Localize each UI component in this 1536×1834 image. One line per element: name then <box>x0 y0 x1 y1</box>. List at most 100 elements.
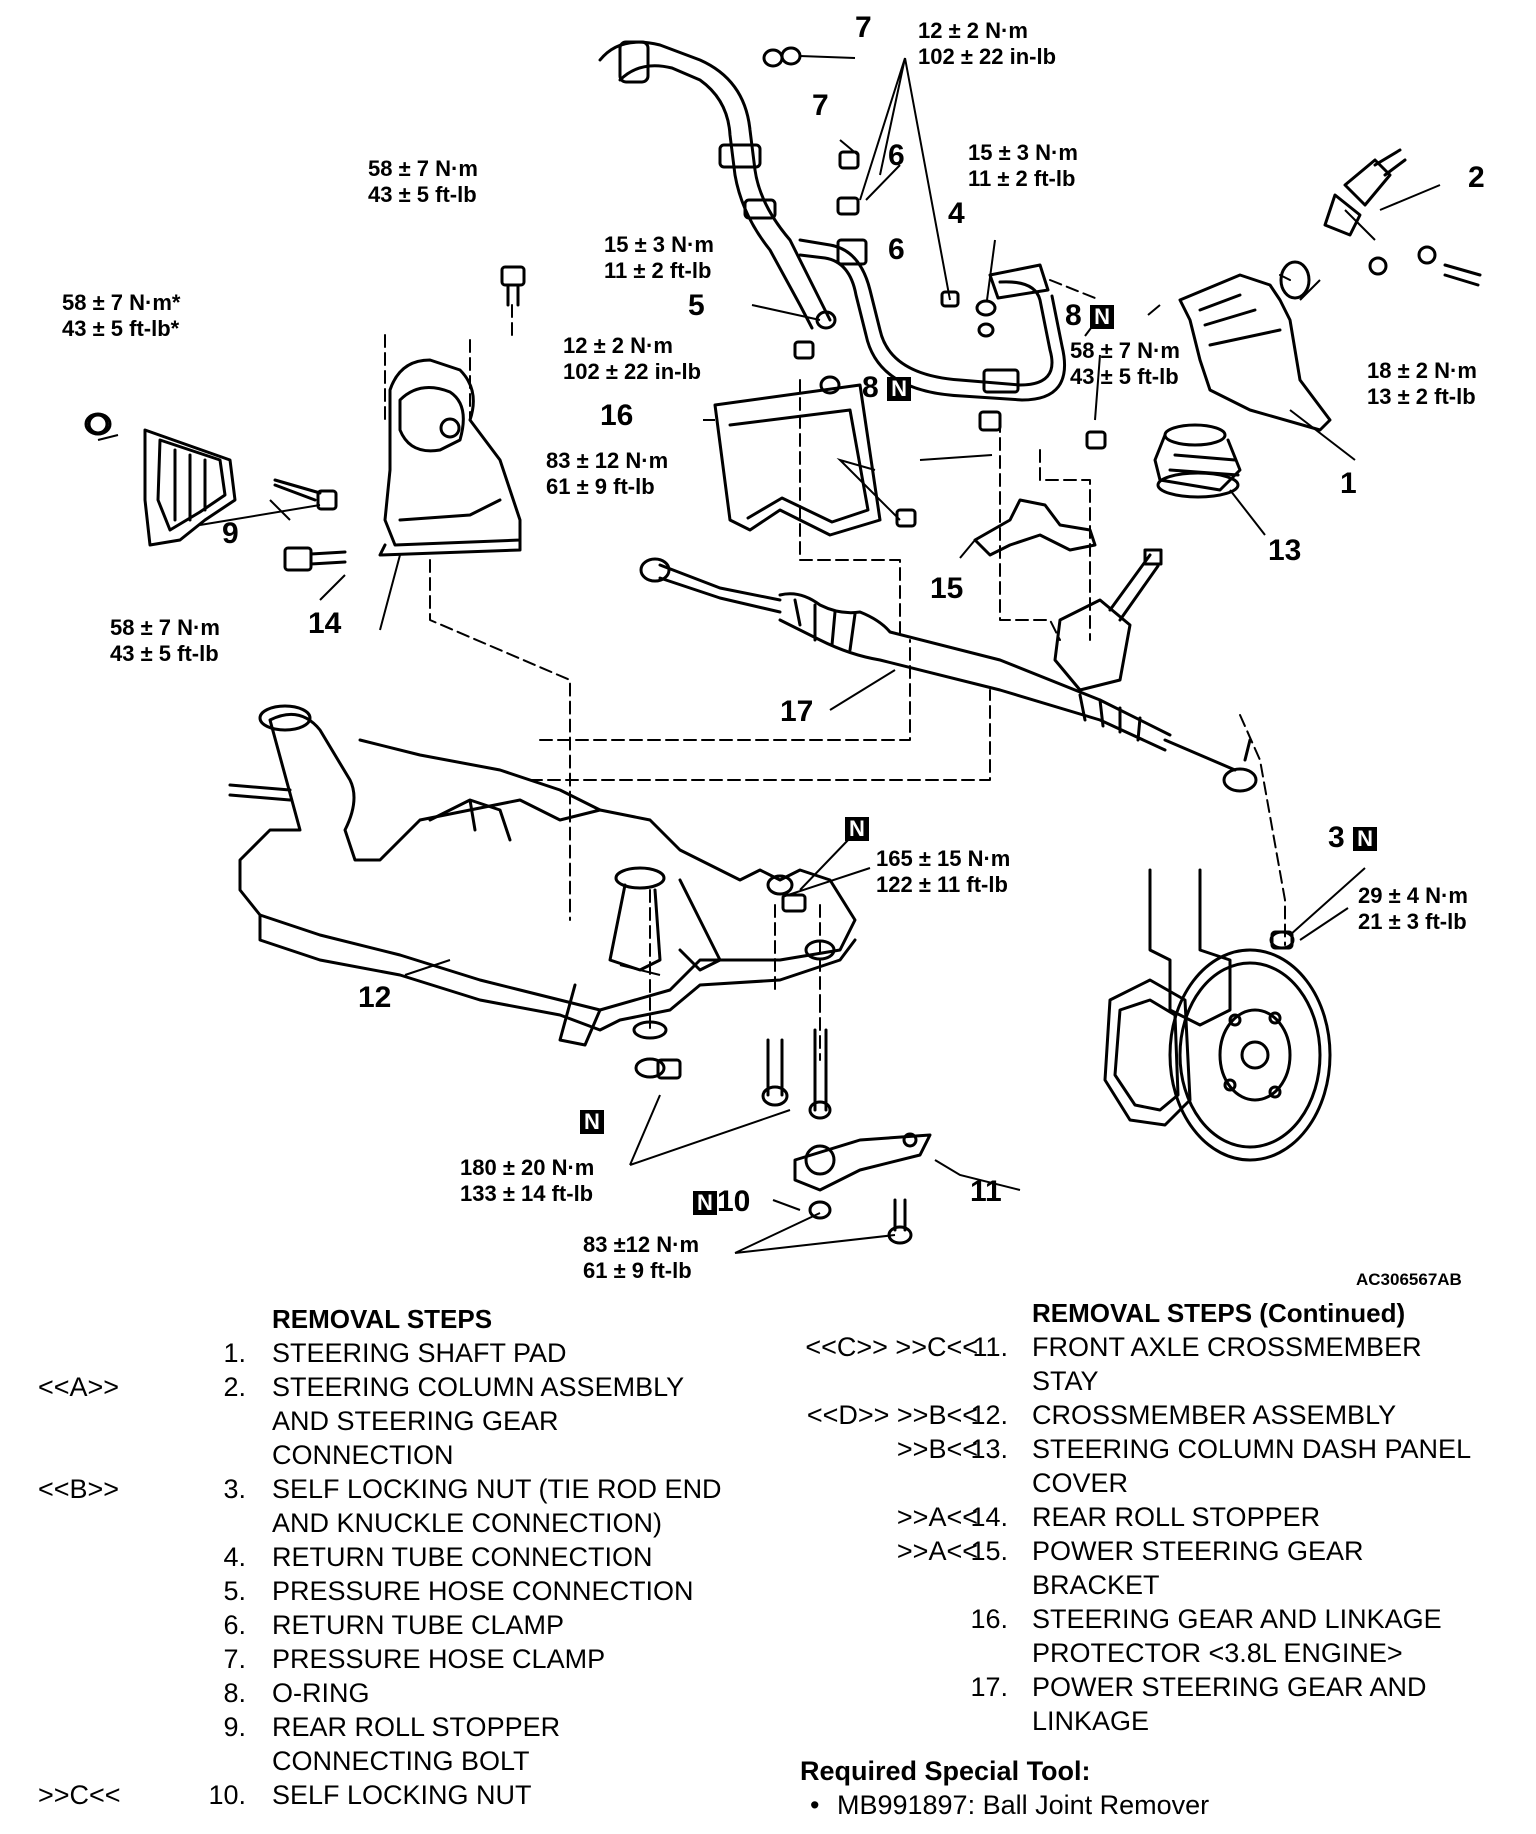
step-text: STAY <box>1032 1366 1099 1396</box>
special-tool-heading: Required Special Tool: <box>800 1756 1091 1786</box>
callout-leaders <box>97 55 1441 1254</box>
callout-7-mid: 7 <box>812 89 829 122</box>
callout-7-top: 7 <box>855 11 872 44</box>
step-text: LINKAGE <box>1032 1706 1150 1736</box>
return-tube <box>798 238 1067 402</box>
step-row: 7.PRESSURE HOSE CLAMP <box>0 1642 760 1676</box>
step-number: 5. <box>223 1576 246 1606</box>
bullet: • <box>810 1790 820 1820</box>
removal-steps-left: REMOVAL STEPS 1.STEERING SHAFT PAD<<A>> 2… <box>0 1302 760 1812</box>
step-number: 16. <box>970 1604 1008 1634</box>
step-row: >>B<<13.STEERING COLUMN DASH PANEL <box>760 1432 1536 1466</box>
callout-11: 11 <box>970 1175 1002 1208</box>
step-row: 8. O-RING <box>0 1676 760 1710</box>
step-text: O-RING <box>272 1678 370 1708</box>
step-number: 2. <box>223 1372 246 1402</box>
new-part-badge: N <box>693 1191 717 1216</box>
step-row: AND STEERING GEAR <box>0 1404 760 1438</box>
callout-1: 1 <box>1340 467 1357 500</box>
step-number: 13. <box>970 1434 1008 1464</box>
torque-58-star: 58 ± 7 N·m*43 ± 5 ft-lb* <box>62 290 181 341</box>
step-text: POWER STEERING GEAR AND <box>1032 1672 1427 1702</box>
step-text: AND STEERING GEAR <box>272 1406 559 1436</box>
callout-13: 13 <box>1268 534 1302 567</box>
knuckle-and-brake-disc <box>1103 868 1332 1162</box>
step-number: 10. <box>208 1780 246 1810</box>
new-part-badge: N <box>1353 827 1378 852</box>
step-text: PRESSURE HOSE CONNECTION <box>272 1576 694 1606</box>
step-number: 8. <box>223 1678 246 1708</box>
step-number: 6. <box>223 1610 246 1640</box>
step-text: STEERING GEAR AND LINKAGE <box>1032 1604 1442 1634</box>
step-text: STEERING COLUMN DASH PANEL <box>1032 1434 1472 1464</box>
new-part-badge: N <box>1090 305 1115 330</box>
pressure-hose <box>592 34 838 330</box>
steering-shaft-pad <box>1178 260 1332 432</box>
callout-15: 15 <box>930 572 964 605</box>
step-text: SELF LOCKING NUT <box>272 1780 532 1810</box>
step-number: 14. <box>970 1502 1008 1532</box>
small-fasteners <box>656 46 1294 1080</box>
step-text: POWER STEERING GEAR <box>1032 1536 1364 1566</box>
step-text: CROSSMEMBER ASSEMBLY <box>1032 1400 1397 1430</box>
crossmember-assembly <box>228 704 857 1047</box>
top-bolt <box>500 265 526 307</box>
step-row: 4.RETURN TUBE CONNECTION <box>0 1540 760 1574</box>
step-text: RETURN TUBE CLAMP <box>272 1610 565 1640</box>
callout-14: 14 <box>308 607 342 640</box>
step-reference-mark: >>C<< <box>38 1780 121 1810</box>
step-reference-mark: <<B>> <box>38 1474 120 1504</box>
step-number: 17. <box>970 1672 1008 1702</box>
callout-3: 3 N <box>1328 822 1378 854</box>
step-row: 1.STEERING SHAFT PAD <box>0 1336 760 1370</box>
step-number: 7. <box>223 1644 246 1674</box>
bracket-bolt <box>283 546 347 572</box>
removal-steps-right: REMOVAL STEPS (Continued) <<C>> >>C<<11.… <box>760 1296 1536 1822</box>
step-row: <<D>> >>B<<12. CROSSMEMBER ASSEMBLY <box>760 1398 1536 1432</box>
step-number: 15. <box>970 1536 1008 1566</box>
crossmember-bolts <box>632 874 832 1120</box>
step-number: 4. <box>223 1542 246 1572</box>
connecting-bolt <box>273 478 338 511</box>
step-row: <<B>>3.SELF LOCKING NUT (TIE ROD END <box>0 1472 760 1506</box>
callout-2: 2 <box>1468 161 1485 194</box>
step-number: 9. <box>223 1712 246 1742</box>
step-reference-mark: >>A<< <box>896 1502 978 1532</box>
step-number: 12. <box>970 1400 1008 1430</box>
steering-gear-rack <box>639 548 1258 793</box>
new-part-badge: N <box>887 377 912 402</box>
roll-stopper-mount-bracket <box>87 413 237 547</box>
step-row: 6. RETURN TUBE CLAMP <box>0 1608 760 1642</box>
step-text: FRONT AXLE CROSSMEMBER <box>1032 1332 1422 1362</box>
callout-12: 12 <box>358 981 392 1014</box>
step-text: PROTECTOR <3.8L ENGINE> <box>1032 1638 1403 1668</box>
step-row: <<C>> >>C<<11. FRONT AXLE CROSSMEMBER <box>760 1330 1536 1364</box>
step-reference-mark: <<D>> >>B<< <box>806 1400 978 1430</box>
callout-6-top: 6 <box>888 139 905 172</box>
figure-code: AC306567AB <box>1356 1270 1462 1289</box>
crossmember-stay <box>793 1132 932 1245</box>
step-reference-mark: <<C>> >>C<< <box>805 1332 978 1362</box>
step-number: 11. <box>972 1332 1008 1362</box>
special-tool-text: MB991897: Ball Joint Remover <box>836 1790 1210 1820</box>
step-row: COVER <box>760 1466 1536 1500</box>
step-row: CONNECTING BOLT <box>0 1744 760 1778</box>
step-text: SELF LOCKING NUT (TIE ROD END <box>272 1474 722 1504</box>
removal-steps-heading: REMOVAL STEPS <box>272 1304 493 1334</box>
step-row: >>A<<15.POWER STEERING GEAR <box>760 1534 1536 1568</box>
step-reference-mark: <<A>> <box>38 1372 120 1402</box>
callout-8-left: 8 N <box>862 372 912 404</box>
step-row: PROTECTOR <3.8L ENGINE> <box>760 1636 1536 1670</box>
step-row: CONNECTION <box>0 1438 760 1472</box>
